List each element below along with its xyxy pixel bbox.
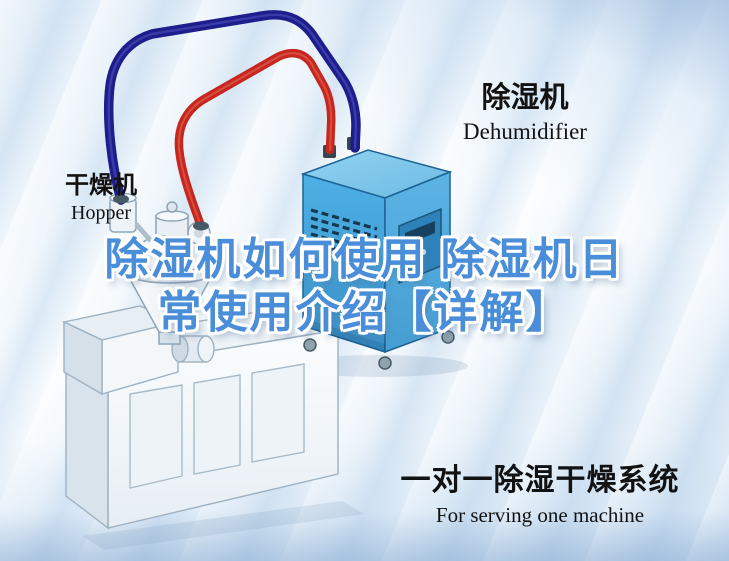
dehumidifier-label: 除湿机 Dehumidifier <box>415 74 635 145</box>
dehumidifier-unit-illustration <box>300 137 455 370</box>
machine-shadow <box>82 501 364 550</box>
page-title: 除湿机如何使用 除湿机日 常使用介绍【详解】 <box>0 233 729 339</box>
system-caption: 一对一除湿干燥系统 For serving one machine <box>385 455 695 528</box>
panel-display <box>405 221 435 245</box>
machine-panel <box>193 374 241 475</box>
hopper-label-en: Hopper <box>71 202 131 224</box>
vent-grid <box>310 208 378 263</box>
caption-cn: 一对一除湿干燥系统 <box>400 464 680 497</box>
supply-air-pipe-blue <box>104 10 361 205</box>
machine-panel <box>251 363 305 463</box>
title-line-1: 除湿机如何使用 除湿机日 <box>104 235 625 284</box>
panel-button <box>420 249 426 255</box>
return-air-pipe-red <box>174 48 336 231</box>
hopper-label: 干燥机 Hopper <box>36 165 166 225</box>
dehumidifier-base-strip <box>303 318 385 352</box>
control-panel <box>398 207 442 285</box>
dehumidifier-label-cn: 除湿机 <box>481 82 569 114</box>
pipe-clamp <box>193 221 209 231</box>
dehumidifier-label-en: Dehumidifier <box>463 119 587 144</box>
extruder-machine-illustration <box>61 305 341 530</box>
hopper-label-cn: 干燥机 <box>65 172 137 199</box>
hopper-dryer-illustration <box>109 192 216 345</box>
machine-panel <box>129 384 183 489</box>
caption-en: For serving one machine <box>435 503 645 527</box>
title-line-2: 常使用介绍【详解】 <box>157 288 572 337</box>
caster-wheels <box>303 330 455 370</box>
panel-button <box>408 254 414 260</box>
hopper-top-cap <box>155 201 189 237</box>
pipe-clamp <box>113 194 129 204</box>
